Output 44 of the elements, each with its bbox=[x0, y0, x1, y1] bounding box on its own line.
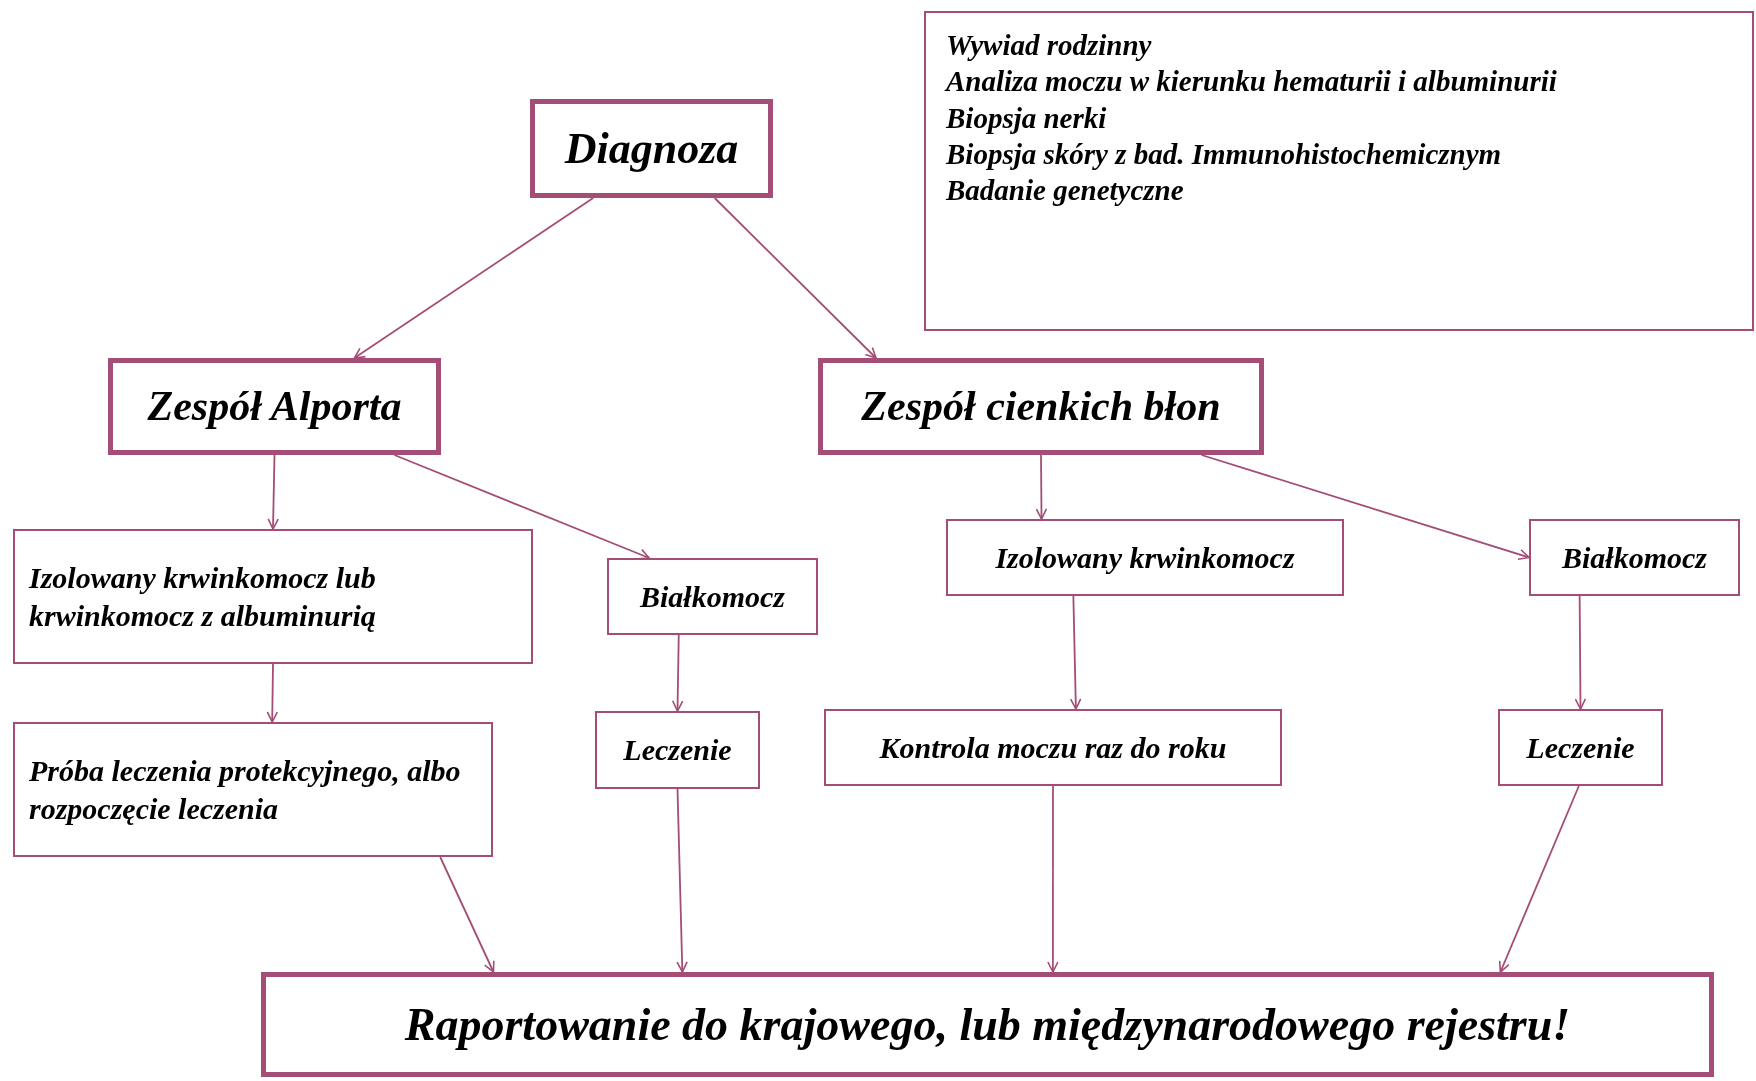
box-text: Raportowanie do krajowego, lub międzynarodowego rejestru! bbox=[403, 997, 1572, 1052]
list-item: Biopsja skóry z bad. Immunohistochemicznym bbox=[946, 136, 1503, 172]
list-item: Analiza moczu w kierunku hematurii i albuminurii bbox=[946, 64, 1558, 100]
box-text: Leczenie bbox=[622, 732, 733, 769]
process-box bbox=[824, 709, 1282, 786]
list-item: Badanie genetyczne bbox=[946, 173, 1185, 208]
list-item: Wywiad rodzinny bbox=[946, 28, 1153, 63]
arrow bbox=[1047, 785, 1059, 973]
box-text: Leczenie bbox=[1525, 729, 1636, 766]
process-box bbox=[1498, 709, 1663, 786]
box-text: Izolowany krwinkomocz lub krwinkomocz z albuminurią bbox=[29, 560, 377, 634]
arrow bbox=[1574, 595, 1587, 710]
list-item: Biopsja nerki bbox=[946, 100, 1108, 136]
process-box bbox=[1529, 519, 1740, 596]
box-text: Kontrola moczu raz do roku bbox=[878, 729, 1228, 766]
process-box bbox=[607, 558, 818, 635]
box-text: Izolowany krwinkomocz bbox=[994, 539, 1296, 576]
box-text: Diagnoza bbox=[563, 123, 740, 175]
heading-box bbox=[261, 972, 1714, 1077]
arrow bbox=[266, 663, 279, 723]
heading-box bbox=[108, 358, 441, 455]
arrow bbox=[353, 197, 595, 359]
process-box bbox=[13, 722, 493, 857]
process-box bbox=[13, 529, 533, 664]
arrow bbox=[671, 634, 684, 712]
heading-box bbox=[530, 99, 773, 198]
box-text: Zespół Alporta bbox=[146, 382, 403, 432]
arrow bbox=[713, 197, 877, 359]
arrow bbox=[676, 788, 688, 973]
arrow bbox=[393, 454, 651, 560]
arrow bbox=[1200, 454, 1530, 561]
process-box bbox=[946, 519, 1344, 596]
arrow bbox=[1069, 595, 1082, 710]
arrow bbox=[1498, 785, 1580, 973]
arrow bbox=[267, 454, 279, 530]
arrow bbox=[439, 856, 495, 973]
box-text: Próba leczenia protekcyjnego, albo rozpoczęcie leczenia bbox=[29, 753, 462, 827]
box-text: Białkomocz bbox=[1560, 539, 1708, 576]
process-box bbox=[595, 711, 760, 789]
arrow bbox=[1035, 454, 1048, 520]
box-text: Białkomocz bbox=[638, 578, 786, 615]
box-text: Zespół cienkich błon bbox=[860, 382, 1222, 432]
heading-box bbox=[818, 358, 1264, 455]
info-box bbox=[924, 11, 1754, 331]
